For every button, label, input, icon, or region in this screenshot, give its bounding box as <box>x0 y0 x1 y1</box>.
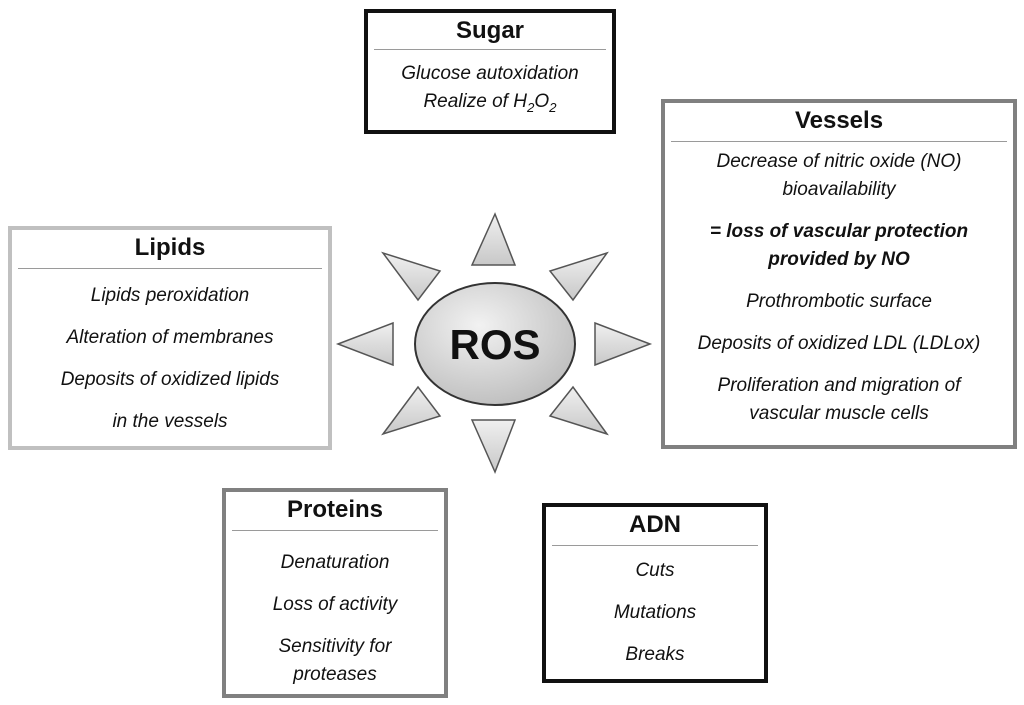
lipids-item: Deposits of oxidized lipids <box>60 369 280 390</box>
vessels-title: Vessels <box>671 103 1007 142</box>
sugar-body: Glucose autoxidation Realize of H2O2 <box>368 50 612 122</box>
h2o2-mid: O <box>534 91 550 112</box>
vessels-box: Vessels Decrease of nitric oxide (NO) bi… <box>661 99 1017 449</box>
vessels-item: Deposits of oxidized LDL (LDLox) <box>697 333 981 354</box>
sugar-box: Sugar Glucose autoxidation Realize of H2… <box>364 9 616 134</box>
lipids-title: Lipids <box>18 230 322 269</box>
ros-sun-diagram: ROS <box>335 212 653 474</box>
adn-item: Cuts <box>635 560 675 581</box>
vessels-item: Prothrombotic surface <box>746 291 932 312</box>
adn-box: ADN Cuts Mutations Breaks <box>542 503 768 683</box>
vessels-item: bioavailability <box>782 179 896 200</box>
proteins-body: Denaturation Loss of activity Sensitivit… <box>226 531 444 689</box>
vessels-body: Decrease of nitric oxide (NO) bioavailab… <box>665 142 1013 428</box>
vessels-item-emphasis: provided by NO <box>768 249 910 270</box>
sugar-item-h2o2: Realize of H2O2 <box>368 88 612 122</box>
lipids-body: Lipids peroxidation Alteration of membra… <box>12 269 328 443</box>
vessels-item-emphasis: = loss of vascular protection <box>709 221 969 242</box>
proteins-item: Loss of activity <box>272 594 398 615</box>
lipids-item: Lipids peroxidation <box>90 285 250 306</box>
h2o2-sub-1: 2 <box>526 99 535 115</box>
ros-ellipse <box>414 282 576 406</box>
ray-down-left <box>381 385 442 436</box>
ros-label: ROS <box>449 321 540 368</box>
ray-right <box>594 321 653 367</box>
h2o2-prefix: Realize of H <box>423 91 527 112</box>
ray-up-right <box>548 251 609 302</box>
sugar-item: Glucose autoxidation <box>401 63 579 84</box>
lipids-box: Lipids Lipids peroxidation Alteration of… <box>8 226 332 450</box>
vessels-item: vascular muscle cells <box>749 403 929 424</box>
sugar-title: Sugar <box>374 13 606 50</box>
ray-up <box>470 212 517 266</box>
ray-left <box>335 321 394 367</box>
proteins-item: proteases <box>293 664 377 685</box>
adn-item: Mutations <box>613 602 697 623</box>
h2o2-sub-2: 2 <box>549 99 557 115</box>
ray-down-right <box>548 385 609 436</box>
proteins-item: Denaturation <box>280 552 390 573</box>
proteins-box: Proteins Denaturation Loss of activity S… <box>222 488 448 698</box>
adn-title: ADN <box>552 507 758 546</box>
proteins-item: Sensitivity for <box>278 636 392 657</box>
vessels-item: Proliferation and migration of <box>717 375 961 396</box>
vessels-item: Decrease of nitric oxide (NO) <box>716 151 962 172</box>
proteins-title: Proteins <box>232 492 438 531</box>
lipids-item: in the vessels <box>112 411 228 432</box>
adn-body: Cuts Mutations Breaks <box>546 546 764 676</box>
adn-item: Breaks <box>625 644 685 665</box>
lipids-item: Alteration of membranes <box>66 327 274 348</box>
ray-down <box>470 419 517 474</box>
ray-up-left <box>381 251 442 302</box>
